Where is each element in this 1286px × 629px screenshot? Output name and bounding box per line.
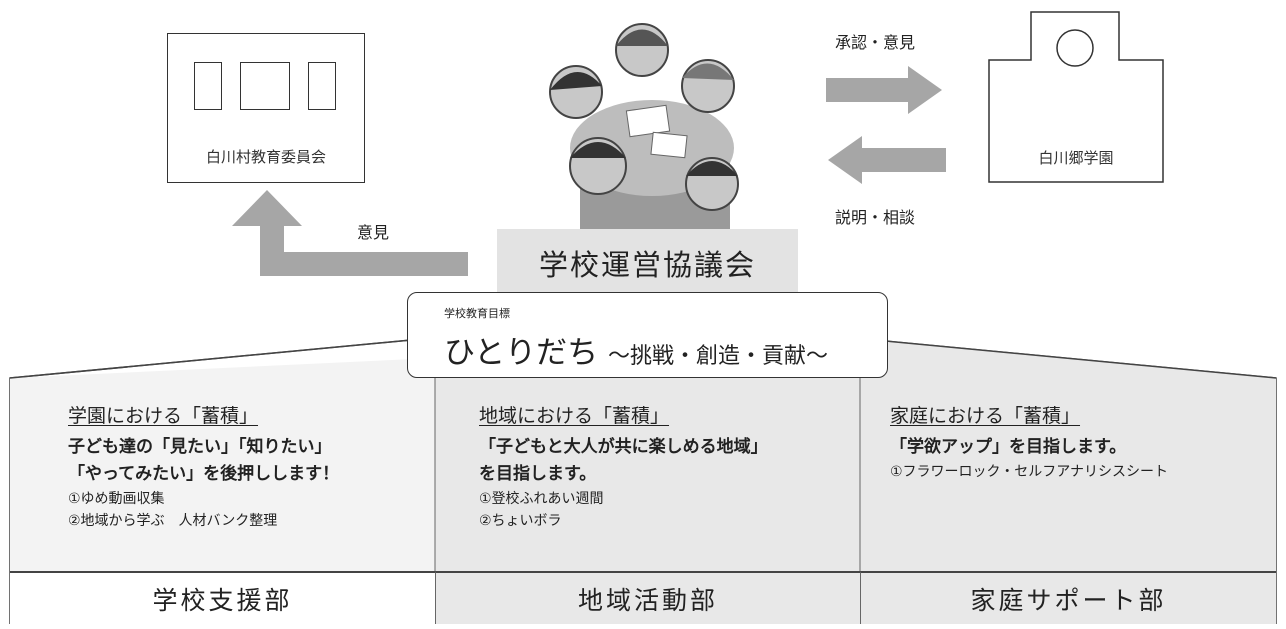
school-building <box>988 11 1164 183</box>
list-item: ②地域から学ぶ 人材バンク整理 <box>68 513 278 529</box>
arrow-to-board <box>232 190 468 276</box>
label-approval-opinion: 承認・意見 <box>835 33 916 52</box>
label-explanation-consultation: 説明・相談 <box>835 208 916 227</box>
department-home-support: 家庭サポート部 <box>860 571 1276 624</box>
column-bold-line: 「子どもと大人が共に楽しめる地域」 <box>479 437 768 457</box>
council-title: 学校運営協議会 <box>497 229 798 295</box>
goal-sub: ～挑戦・創造・貢献～ <box>607 344 828 369</box>
goal-caption: 学校教育目標 <box>444 307 510 320</box>
column-home: 家庭における「蓄積」 「学欲アップ」を目指します。 ①フラワーロック・セルフアナ… <box>890 375 1270 572</box>
list-item: ②ちょいボラ <box>479 513 562 529</box>
column-heading: 家庭における「蓄積」 <box>890 405 1081 427</box>
board-label: 白川村教育委員会 <box>205 148 326 166</box>
list-item: ①ゆめ動画収集 <box>68 491 165 507</box>
column-bold-line: 「やってみたい」を後押しします！ <box>68 464 340 484</box>
column-bold-line: 子ども達の「見たい」「知りたい」 <box>68 437 332 457</box>
arrow-to-council <box>828 136 946 184</box>
list-item: ①登校ふれあい週間 <box>479 491 604 507</box>
meeting-illustration <box>549 23 739 233</box>
label-opinion: 意見 <box>357 223 390 242</box>
window-icon-left <box>194 62 222 110</box>
window-icon-right <box>308 62 336 110</box>
column-community: 地域における「蓄積」 「子どもと大人が共に楽しめる地域」 を目指します。 ①登校… <box>479 375 849 572</box>
goal-main: ひとりだち <box>444 335 599 371</box>
column-bold-line: を目指します。 <box>479 464 597 484</box>
arrow-to-school <box>826 66 942 114</box>
column-heading: 学園における「蓄積」 <box>68 405 259 427</box>
board-of-education-box: 白川村教育委員会 <box>167 33 365 183</box>
clock-icon <box>1056 29 1094 67</box>
goal-text: ひとりだち ～挑戦・創造・貢献～ <box>444 327 828 372</box>
school-goal-box: 学校教育目標 ひとりだち ～挑戦・創造・貢献～ <box>407 292 888 378</box>
column-bold-line: 「学欲アップ」を目指します。 <box>890 437 1127 457</box>
department-school-support: 学校支援部 <box>10 571 435 624</box>
house-roof-panel <box>9 318 1277 624</box>
list-item: ①フラワーロック・セルフアナリシスシート <box>890 464 1168 480</box>
column-school: 学園における「蓄積」 子ども達の「見たい」「知りたい」 「やってみたい」を後押し… <box>68 375 428 572</box>
department-community-activity: 地域活動部 <box>435 571 860 624</box>
window-icon-center <box>240 62 290 110</box>
school-label: 白川郷学園 <box>1038 149 1114 167</box>
column-heading: 地域における「蓄積」 <box>479 405 670 427</box>
